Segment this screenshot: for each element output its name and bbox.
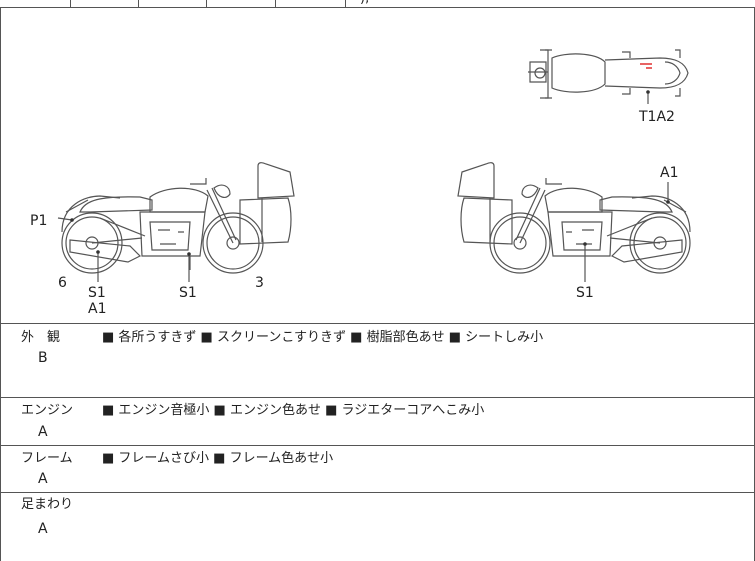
- header-divider: [345, 0, 346, 7]
- row-label: エンジン: [21, 403, 74, 418]
- left-side-motorcycle: [57, 162, 295, 282]
- row-description: ■ フレームさび小 ■ フレーム色あせ小: [102, 451, 334, 466]
- row-divider: [0, 492, 755, 493]
- row-description: ■ 各所うすきず ■ スクリーンこすりきず ■ 樹脂部色あせ ■ シートしみ小: [102, 330, 544, 345]
- motorcycle-damage-diagram: [57, 49, 691, 282]
- row-grade: A: [38, 471, 48, 487]
- callout-left-s1-a: S1: [88, 285, 106, 301]
- row-label: フレーム: [21, 451, 73, 466]
- callout-top-view: T1A2: [639, 109, 675, 125]
- callout-left-6: 6: [58, 275, 67, 291]
- header-divider: [275, 0, 276, 7]
- callout-left-p1: P1: [30, 213, 48, 229]
- callout-right-a1: A1: [660, 165, 679, 181]
- header-bottom-border: [0, 7, 755, 8]
- right-side-motorcycle: [457, 162, 691, 282]
- header-divider: [70, 0, 71, 7]
- row-label: 外 観: [21, 330, 61, 345]
- callout-left-s1-b: S1: [179, 285, 197, 301]
- row-divider: [0, 445, 755, 446]
- row-label: 足まわり: [21, 497, 74, 512]
- row-grade: A: [38, 424, 48, 440]
- header-divider: [138, 0, 139, 7]
- row-divider: [0, 397, 755, 398]
- left-border: [0, 7, 1, 561]
- header-divider: [206, 0, 207, 7]
- cut-off-header-text: ),: [360, 0, 369, 6]
- row-grade: A: [38, 521, 48, 537]
- row-grade: B: [38, 350, 48, 366]
- callout-left-3: 3: [255, 275, 264, 291]
- top-view-motorcycle: [528, 49, 689, 104]
- callout-left-a1: A1: [88, 301, 107, 317]
- row-description: ■ エンジン音極小 ■ エンジン色あせ ■ ラジエターコアへこみ小: [102, 403, 485, 418]
- callout-right-s1: S1: [576, 285, 594, 301]
- diagram-bottom-border: [0, 323, 755, 324]
